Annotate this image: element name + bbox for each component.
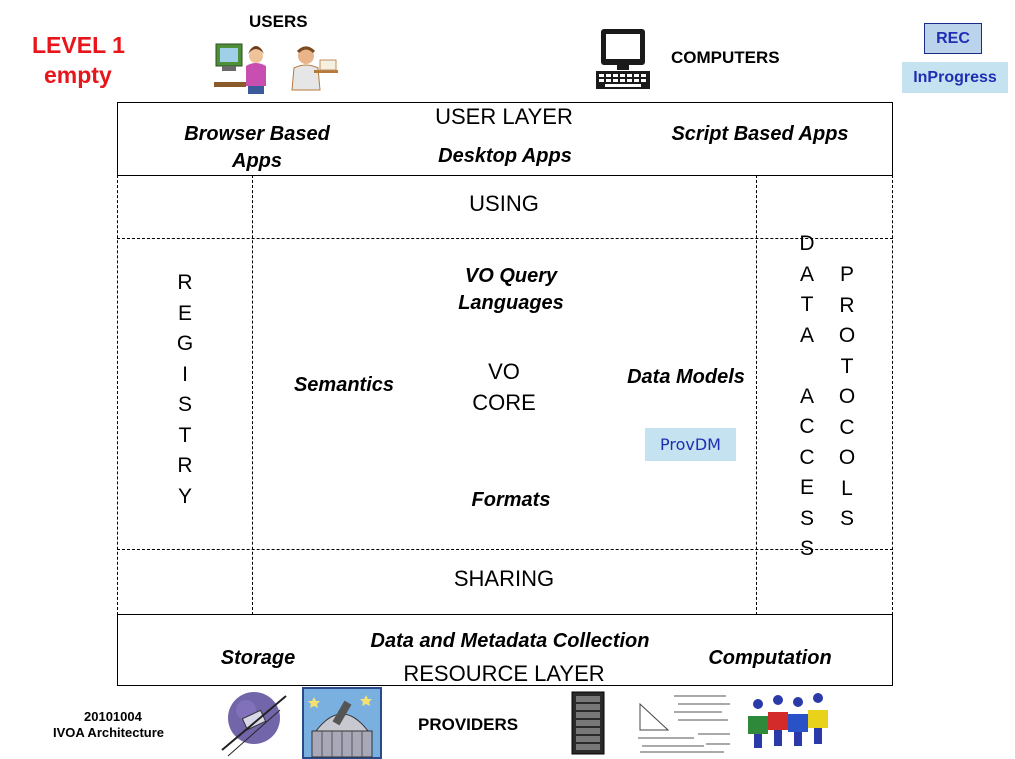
browser-based-apps: Browser Based Apps xyxy=(184,123,330,172)
level-title: LEVEL 1 xyxy=(32,32,125,58)
dash-sharing-top xyxy=(117,549,893,550)
server-icon xyxy=(571,691,605,755)
user-at-desk-icon xyxy=(291,46,338,91)
registry-label: R E G I S T R Y xyxy=(176,271,194,508)
dash-top xyxy=(117,175,893,176)
resource-layer-title: RESOURCE LAYER xyxy=(403,661,605,686)
formats-label: Formats xyxy=(471,489,551,511)
dash-using-bottom xyxy=(117,238,893,239)
provdm-badge: ProvDM xyxy=(645,428,736,461)
vo-query-languages: VO Query Languages xyxy=(458,265,564,314)
desktop-apps: Desktop Apps xyxy=(438,145,572,167)
resource-layer-box xyxy=(117,614,893,686)
vo-core-label: VO CORE xyxy=(472,359,536,415)
math-formulas-icon xyxy=(634,690,734,756)
footer-name: IVOA Architecture xyxy=(53,725,165,740)
users-label: USERS xyxy=(249,12,308,31)
sharing-label: SHARING xyxy=(453,566,555,591)
level-subtitle: empty xyxy=(44,62,112,88)
observatory-icon xyxy=(302,687,382,759)
dash-right-edge xyxy=(892,175,893,615)
computers-label: COMPUTERS xyxy=(671,48,780,67)
computation-label: Computation xyxy=(708,647,832,669)
script-based-apps: Script Based Apps xyxy=(671,123,849,145)
puzzle-people-icon xyxy=(748,693,828,748)
rec-badge: REC xyxy=(924,23,982,54)
data-metadata-collection: Data and Metadata Collection xyxy=(370,630,650,652)
protocols-label: P R O T O C O L S xyxy=(838,263,856,530)
semantics-label: Semantics xyxy=(293,374,395,396)
computer-icon xyxy=(596,29,650,89)
dash-registry-divider xyxy=(252,175,253,615)
storage-label: Storage xyxy=(220,647,296,669)
user-layer-title: USER LAYER xyxy=(435,104,573,129)
dash-access-divider xyxy=(756,175,757,615)
providers-label: PROVIDERS xyxy=(418,715,519,734)
data-models-label: Data Models xyxy=(627,366,745,388)
user-at-computer-icon xyxy=(214,43,266,94)
data-access-label: D A T A A C C E S S xyxy=(799,232,815,560)
footer-date: 20101004 xyxy=(84,709,142,724)
using-label: USING xyxy=(469,191,539,216)
in-progress-badge: InProgress xyxy=(902,62,1008,93)
satellite-icon xyxy=(221,692,287,757)
dash-left-edge xyxy=(117,175,118,615)
